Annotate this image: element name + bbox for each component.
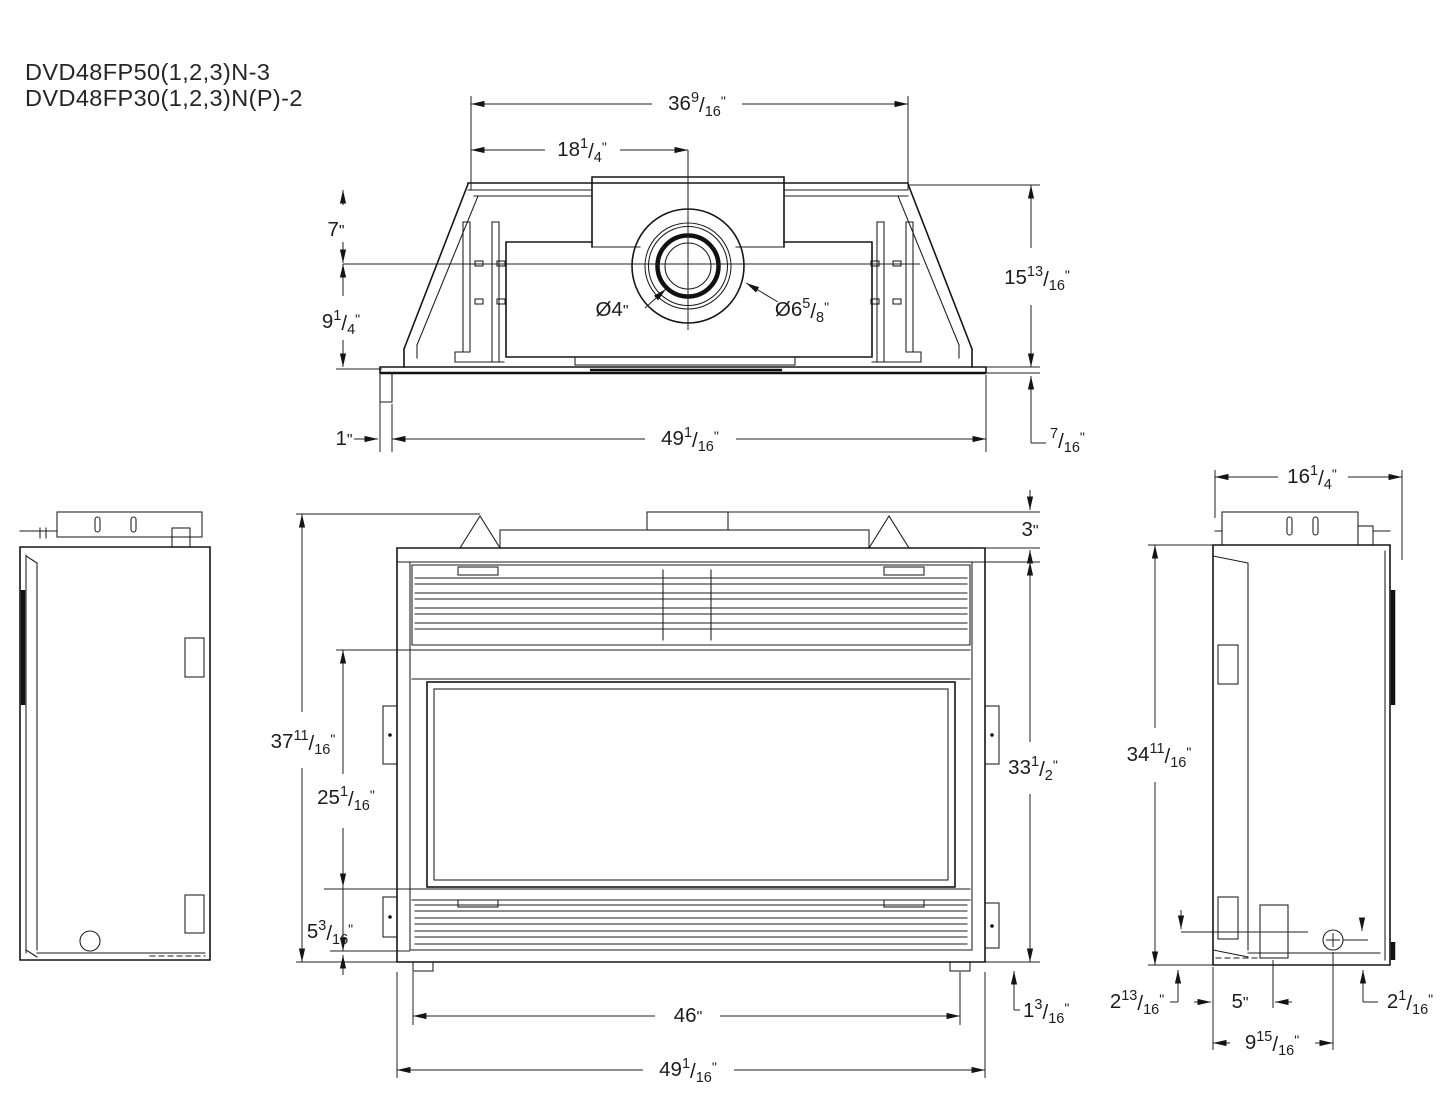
dim-side-height: 3411/16": [1127, 741, 1192, 771]
dim-top-left-offset: 1": [335, 427, 352, 450]
dim-top-front-depth: 7": [327, 218, 344, 241]
dim-top-flue-center: 181/4": [557, 136, 607, 166]
dim-flue-outer-diameter: Ø65/8": [775, 296, 829, 326]
dim-top-flue-width: 369/16": [668, 90, 726, 120]
dim-front-standoff: 3": [1021, 518, 1038, 541]
right-bracket-rails: [870, 221, 922, 363]
dim-front-bottom-height: 53/16": [307, 918, 353, 948]
dim-top-base-lip: 7/16": [1050, 426, 1085, 456]
right-side-view-dimensions: 161/4" 3411/16" 213/16" 5" 915/16" 21/16…: [1110, 463, 1433, 1059]
dim-front-opening-width: 46": [674, 1004, 703, 1027]
dim-front-body-height: 331/2": [1008, 754, 1058, 784]
dim-top-rear-depth: 91/4": [322, 308, 360, 338]
front-view-linework: [382, 511, 1000, 972]
left-side-view-linework: [19, 511, 211, 961]
dim-side-rear-offset: 213/16": [1110, 988, 1164, 1018]
right-top-bracket: [1214, 511, 1391, 546]
model-number-line1: DVD48FP50(1,2,3)N-3: [25, 59, 270, 85]
electrical-knockout-circle: [1322, 929, 1344, 951]
left-bracket-rails: [454, 221, 506, 363]
dim-front-total-height: 3711/16": [271, 728, 336, 758]
top-view-linework: [343, 150, 987, 403]
top-standoffs: [459, 511, 910, 549]
dim-flue-inner-diameter: Ø4": [595, 298, 628, 321]
model-number-line2: DVD48FP30(1,2,3)N(P)-2: [25, 85, 303, 111]
dim-side-gas-offset: 5": [1231, 990, 1248, 1013]
side-nailing-tabs: [382, 705, 1000, 949]
top-louver-band: [411, 564, 971, 646]
dim-top-height: 1513/16": [1004, 264, 1070, 294]
bottom-louver-band: [411, 899, 971, 945]
dim-front-base-lip: 13/16": [1023, 997, 1069, 1027]
dim-side-depth: 161/4": [1287, 463, 1337, 493]
dim-front-opening-height: 251/16": [317, 784, 375, 814]
left-top-bracket: [19, 511, 203, 548]
title-block: DVD48FP50(1,2,3)N-3 DVD48FP30(1,2,3)N(P)…: [25, 59, 303, 111]
dim-side-elec-offset: 915/16": [1245, 1029, 1299, 1059]
dim-side-front-offset: 21/16": [1387, 988, 1433, 1018]
dim-top-overall-width: 491/16": [661, 425, 719, 455]
left-gas-knockout-circle: [79, 930, 101, 952]
top-view-dimensions: 369/16" 181/4" 7" 91/4" Ø4" Ø65/8" 1513/…: [322, 90, 1085, 456]
right-side-view-linework: [1212, 511, 1396, 966]
glass-door: [426, 681, 956, 888]
front-view-dimensions: 3711/16" 251/16" 53/16" 3" 331/2" 13/16"…: [271, 490, 1069, 1086]
dim-front-overall-width: 491/16": [659, 1056, 717, 1086]
